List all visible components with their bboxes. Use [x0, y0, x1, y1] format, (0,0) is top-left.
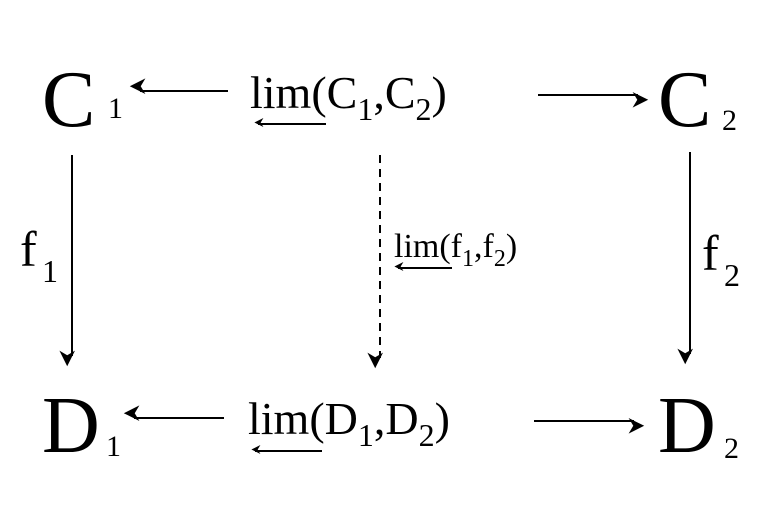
node-d1-subscript: 1	[106, 430, 121, 463]
node-c1-label: C	[42, 56, 95, 144]
node-c1-subscript: 1	[108, 92, 123, 125]
node-c2: C 2	[658, 56, 737, 144]
node-lim-c-label: lim(C1,C2)	[250, 67, 447, 127]
label-f1: f 1	[20, 221, 58, 289]
node-d1: D 1	[42, 382, 121, 470]
node-lim-d-label: lim(D1,D2)	[248, 393, 450, 453]
label-lim-f: lim(f1,f2)	[394, 228, 517, 272]
label-f1-main: f	[20, 221, 37, 277]
node-d1-label: D	[42, 382, 100, 470]
node-lim-d: lim(D1,D2)	[248, 393, 450, 454]
node-c2-subscript: 2	[722, 104, 737, 137]
node-d2-label: D	[658, 382, 716, 470]
label-lim-f-text: lim(f1,f2)	[394, 228, 517, 272]
node-lim-c: lim(C1,C2)	[250, 67, 447, 127]
label-f2-main: f	[702, 225, 719, 281]
label-f2: f 2	[702, 225, 740, 293]
node-d2: D 2	[658, 382, 739, 470]
label-f2-subscript: 2	[724, 257, 740, 293]
label-f1-subscript: 1	[42, 253, 58, 289]
node-c1: C 1	[42, 56, 123, 144]
node-d2-subscript: 2	[724, 432, 739, 465]
node-c2-label: C	[658, 56, 711, 144]
